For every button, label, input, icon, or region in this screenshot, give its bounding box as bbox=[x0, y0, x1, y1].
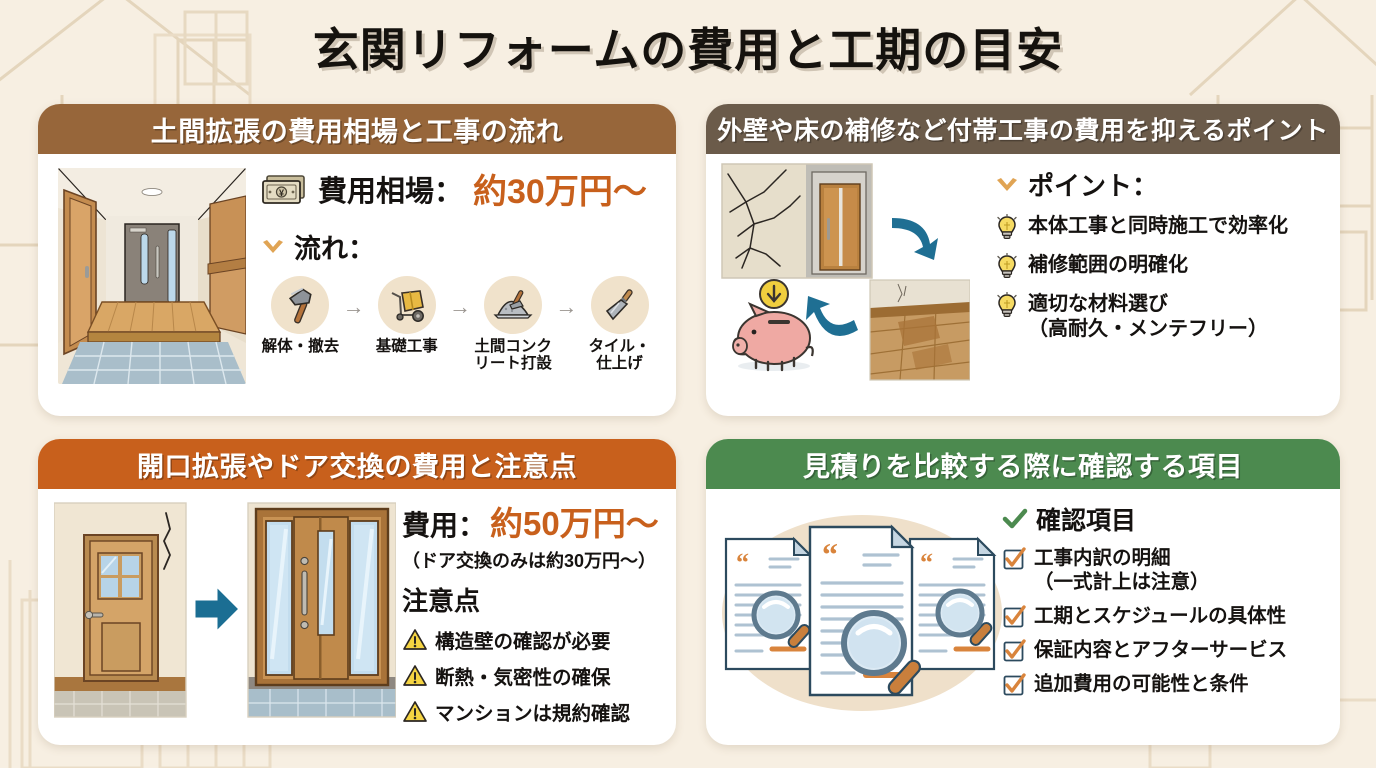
door-before-after-illustration bbox=[54, 502, 396, 718]
trowel-icon bbox=[605, 289, 633, 321]
checkbox-checked-icon bbox=[1003, 604, 1026, 627]
point-item: 補修範囲の明確化 bbox=[994, 253, 1330, 281]
concrete-mixer-icon bbox=[391, 290, 424, 322]
door-cost-sub: （ドア交換のみは約30万円〜） bbox=[402, 551, 657, 571]
flow-step-label: 解体・撤去 bbox=[261, 338, 340, 355]
door-notes-heading: 注意点 bbox=[402, 586, 481, 616]
lightbulb-icon bbox=[997, 214, 1017, 239]
chevron-down-icon bbox=[263, 239, 283, 253]
checklist-item: 追加費用の可能性と条件 bbox=[1002, 673, 1332, 697]
point-item-text: 補修範囲の明確化 bbox=[1028, 254, 1188, 276]
banknote-icon: ¥ bbox=[262, 174, 305, 204]
svg-text:“: “ bbox=[920, 548, 933, 577]
card-doma-expansion: 土間拡張の費用相場と工事の流れ bbox=[38, 104, 676, 416]
cracked-wall-damaged-floor-piggybank-illustration bbox=[721, 163, 970, 381]
warning-triangle-icon bbox=[403, 664, 427, 686]
doma-flow-steps: 解体・撤去 → bbox=[260, 276, 660, 373]
checklist-item: 工事内訳の明細（一式計上は注意） bbox=[1002, 547, 1332, 595]
warning-triangle-icon bbox=[403, 700, 427, 722]
door-cost-and-notes: 費用： 約50万円〜 （ドア交換のみは約30万円〜） 注意点 構造壁の確認が必要 bbox=[402, 497, 668, 726]
checklist-item-text: 工事内訳の明細（一式計上は注意） bbox=[1034, 547, 1210, 593]
lightbulb-icon bbox=[997, 292, 1017, 317]
quote-checklist: 確認項目 工事内訳の明細（一式計上は注意） 工期とスケジュールの具体性 bbox=[1002, 501, 1332, 697]
flow-arrow: → bbox=[555, 294, 578, 319]
point-item: 適切な材料選び（高耐久・メンテフリー） bbox=[994, 292, 1330, 342]
point-item: 本体工事と同時施工で効率化 bbox=[994, 214, 1330, 242]
flow-step-label: 基礎工事 bbox=[375, 338, 438, 355]
svg-text:“: “ bbox=[736, 548, 749, 577]
flow-step-icon-wrap bbox=[484, 276, 543, 334]
card-opening-door-header: 開口拡張やドア交換の費用と注意点 bbox=[38, 439, 676, 489]
point-item-text: 本体工事と同時施工で効率化 bbox=[1028, 215, 1288, 237]
doma-flow-label: 流れ： bbox=[294, 234, 375, 264]
flow-step-label: 土間コンクリート打設 bbox=[474, 338, 552, 373]
doma-flow-heading: 流れ： bbox=[260, 227, 660, 266]
points-label: ポイント： bbox=[1028, 171, 1159, 201]
card-doma-expansion-header: 土間拡張の費用相場と工事の流れ bbox=[38, 104, 676, 154]
flow-step: 解体・撤去 bbox=[260, 276, 341, 355]
checklist-item: 保証内容とアフターサービス bbox=[1002, 639, 1332, 663]
doma-cost-line: ¥ 費用相場： 約30万円〜 bbox=[260, 164, 660, 213]
checklist-item-text: 追加費用の可能性と条件 bbox=[1034, 672, 1249, 695]
flow-step-label: タイル・仕上げ bbox=[588, 338, 651, 373]
door-note-item: 断熱・気密性の確保 bbox=[402, 661, 668, 690]
flow-step-icon-wrap bbox=[590, 276, 649, 334]
flow-step: 土間コンクリート打設 bbox=[473, 276, 554, 373]
card-incidental-work-points: 外壁や床の補修など付帯工事の費用を抑えるポイント bbox=[706, 104, 1340, 416]
card-incidental-work-header: 外壁や床の補修など付帯工事の費用を抑えるポイント bbox=[706, 104, 1340, 154]
incidental-points-list: ポイント： 本体工事と同時施工で効率化 bbox=[994, 166, 1330, 342]
checklist-item-text: 保証内容とアフターサービス bbox=[1034, 638, 1288, 661]
flow-step: 基礎工事 bbox=[366, 276, 447, 355]
doma-cost-value: 約30万円〜 bbox=[473, 173, 647, 211]
lightbulb-icon bbox=[997, 253, 1017, 278]
flow-arrow: → bbox=[342, 294, 365, 319]
checkbox-checked-icon bbox=[1003, 547, 1026, 570]
doma-cost-label: 費用相場： bbox=[318, 175, 464, 208]
hammer-icon bbox=[289, 288, 313, 324]
checkbox-checked-icon bbox=[1003, 638, 1026, 661]
flow-arrow: → bbox=[448, 294, 471, 319]
point-item-text: 適切な材料選び（高耐久・メンテフリー） bbox=[1028, 293, 1268, 340]
svg-text:“: “ bbox=[822, 536, 838, 572]
page-title: 玄関リフォームの費用と工期の目安 bbox=[312, 24, 1064, 76]
door-note-text: 断熱・気密性の確保 bbox=[435, 667, 611, 689]
card-quote-comparison-header: 見積りを比較する際に確認する項目 bbox=[706, 439, 1340, 489]
door-cost-value: 約50万円〜 bbox=[490, 505, 659, 542]
door-note-text: マンションは規約確認 bbox=[435, 703, 631, 725]
card-quote-comparison: 見積りを比較する際に確認する項目 “ bbox=[706, 439, 1340, 745]
quote-documents-magnifier-illustration: “ “ bbox=[722, 515, 1002, 711]
entrance-hallway-illustration bbox=[58, 168, 246, 384]
door-cost-label: 費用： bbox=[402, 510, 487, 541]
doma-cost-and-flow: ¥ 費用相場： 約30万円〜 流れ： bbox=[260, 164, 660, 373]
check-icon bbox=[1002, 508, 1028, 529]
warning-triangle-icon bbox=[403, 628, 427, 650]
svg-text:¥: ¥ bbox=[279, 188, 284, 198]
card-opening-door-replacement: 開口拡張やドア交換の費用と注意点 bbox=[38, 439, 676, 745]
checklist-label: 確認項目 bbox=[1036, 507, 1137, 535]
door-note-text: 構造壁の確認が必要 bbox=[435, 631, 611, 653]
chevron-down-icon bbox=[997, 177, 1017, 191]
checklist-item: 工期とスケジュールの具体性 bbox=[1002, 605, 1332, 629]
card-incidental-work-body: ポイント： 本体工事と同時施工で効率化 bbox=[706, 154, 1340, 416]
card-opening-door-body: 費用： 約50万円〜 （ドア交換のみは約30万円〜） 注意点 構造壁の確認が必要 bbox=[38, 489, 676, 745]
checkbox-checked-icon bbox=[1003, 672, 1026, 695]
door-note-item: 構造壁の確認が必要 bbox=[402, 625, 668, 654]
card-doma-expansion-body: ¥ 費用相場： 約30万円〜 流れ： bbox=[38, 154, 676, 416]
flow-step-icon-wrap bbox=[377, 276, 436, 334]
concrete-pour-icon bbox=[493, 290, 533, 319]
door-cost-line: 費用： 約50万円〜 bbox=[402, 497, 668, 545]
door-note-item: マンションは規約確認 bbox=[402, 697, 668, 726]
card-quote-comparison-body: “ “ bbox=[706, 489, 1340, 745]
flow-step-icon-wrap bbox=[271, 276, 330, 334]
flow-step: タイル・仕上げ bbox=[579, 276, 660, 373]
checklist-item-text: 工期とスケジュールの具体性 bbox=[1034, 604, 1287, 627]
points-heading: ポイント： bbox=[994, 166, 1330, 203]
checklist-heading: 確認項目 bbox=[1002, 501, 1332, 537]
